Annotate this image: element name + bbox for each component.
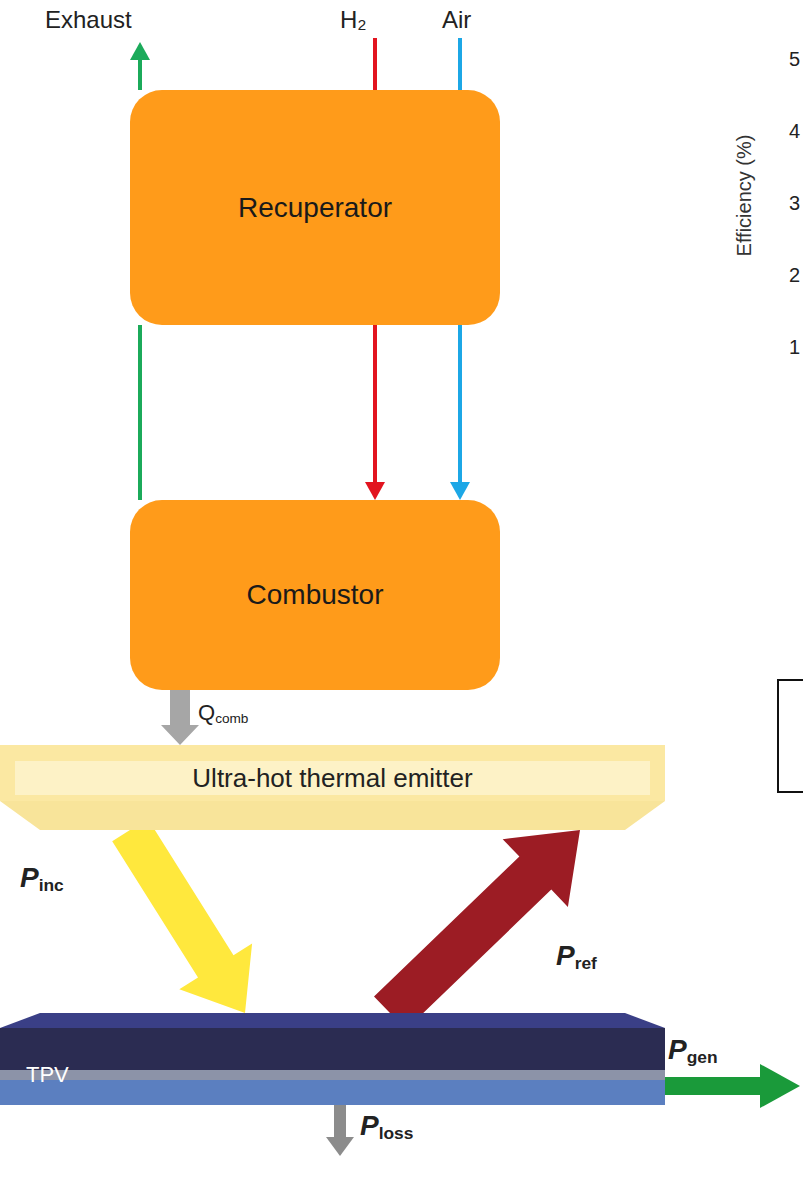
tick-number: 5 — [789, 48, 800, 71]
chart-frame — [778, 680, 803, 792]
emitter-band: Ultra-hot thermal emitter — [0, 745, 665, 830]
heat-flow-arrow — [161, 690, 199, 745]
node-label: TPV — [26, 1062, 69, 1088]
tick-number: 1 — [789, 336, 800, 359]
exhaust-flow-line — [140, 325, 141, 500]
exhaust-label: Exhaust — [45, 6, 132, 34]
edge-label: Pinc — [20, 862, 64, 896]
edge-label: Pref — [556, 940, 597, 974]
h2-line — [373, 38, 377, 90]
ploss-label: Ploss — [360, 1110, 413, 1144]
tpv-shape — [0, 1013, 665, 1105]
air-label: Air — [442, 6, 471, 34]
exhaust-head — [130, 42, 150, 60]
pgen-label: Pgen — [668, 1034, 718, 1068]
tick-number: 2 — [789, 264, 800, 287]
combustor-box: Combustor — [130, 500, 500, 690]
reflected-power-arrow — [374, 830, 580, 1030]
ploss-head — [326, 1137, 354, 1156]
node-label: Ultra-hot thermal emitter — [192, 763, 472, 794]
recuperator-box: Recuperator — [130, 90, 500, 325]
ploss-arrow — [334, 1105, 346, 1139]
tick-number: 3 — [789, 192, 800, 215]
air-flow-arrow — [450, 325, 470, 500]
pgen-arrow — [665, 1077, 763, 1095]
tpv-cell: TPV — [0, 1013, 665, 1105]
node-label: Recuperator — [238, 192, 392, 224]
h2-flow-arrow — [365, 325, 385, 500]
h2-label: H₂ — [340, 6, 367, 34]
node-label: Combustor — [247, 579, 384, 611]
pgen-head — [760, 1064, 800, 1108]
tick-number: 4 — [789, 120, 800, 143]
exhaust-line — [138, 58, 142, 90]
air-line — [458, 38, 462, 90]
edge-label: Qcomb — [198, 700, 248, 727]
incident-power-arrow — [112, 819, 252, 1013]
axis-title: Efficiency (%) — [733, 134, 756, 256]
